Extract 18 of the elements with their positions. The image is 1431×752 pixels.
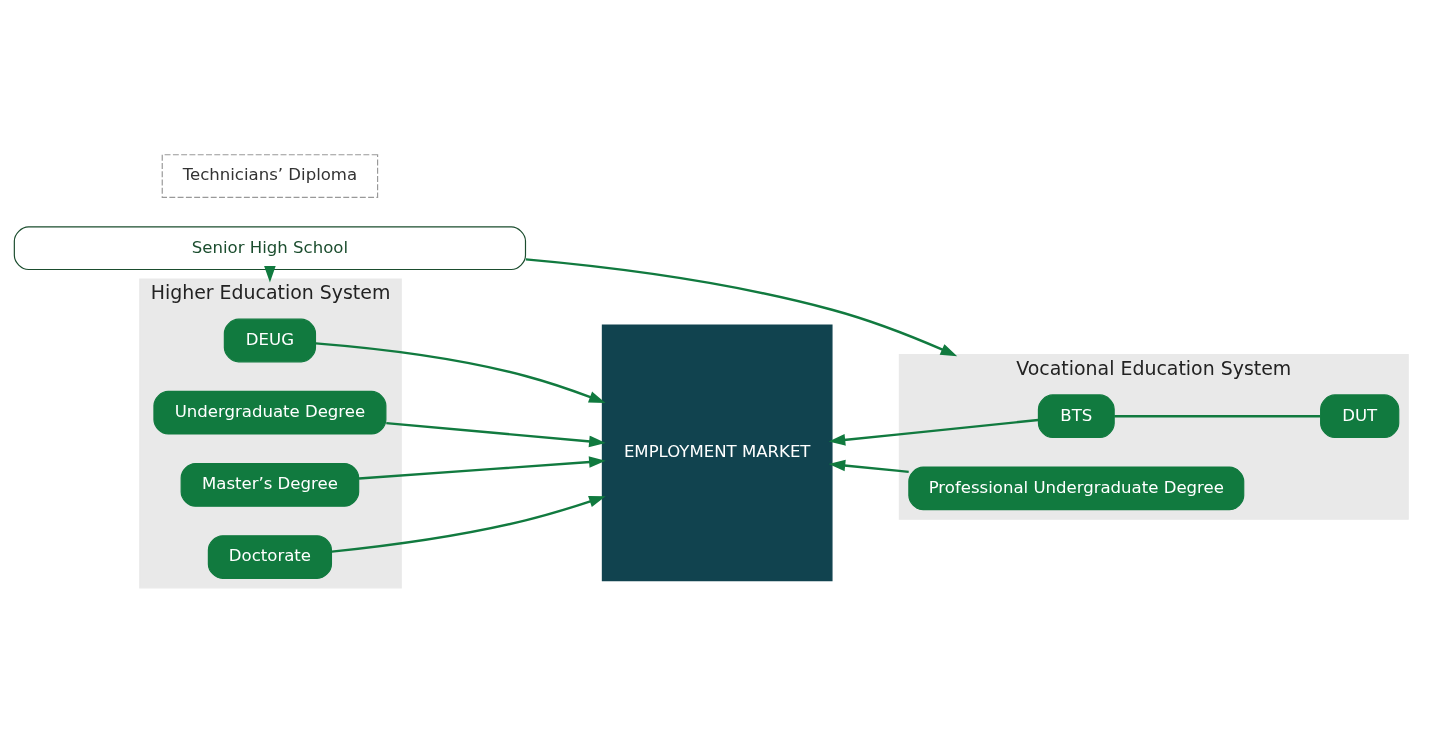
node-box: DEUG: [223, 318, 316, 363]
node-box: DUT: [1319, 394, 1399, 439]
arrow: [525, 258, 957, 357]
node-box: EMPLOYMENT MARKET: [601, 324, 833, 582]
node-box: Undergraduate Degree: [152, 390, 386, 435]
connector: [1113, 415, 1320, 418]
node-box: Doctorate: [207, 535, 332, 579]
arrow: [331, 495, 606, 553]
node-box: Professional Undergraduate Degree: [907, 466, 1244, 511]
arrow: [315, 342, 606, 403]
arrow: [828, 418, 1038, 446]
node-box: Technicians’ Diploma: [161, 154, 378, 198]
node-box: BTS: [1037, 394, 1115, 439]
arrow: [828, 459, 909, 474]
arrow: [358, 456, 606, 480]
arrow: [263, 265, 276, 283]
node-box: Master’s Degree: [180, 462, 359, 507]
arrow: [385, 421, 606, 448]
